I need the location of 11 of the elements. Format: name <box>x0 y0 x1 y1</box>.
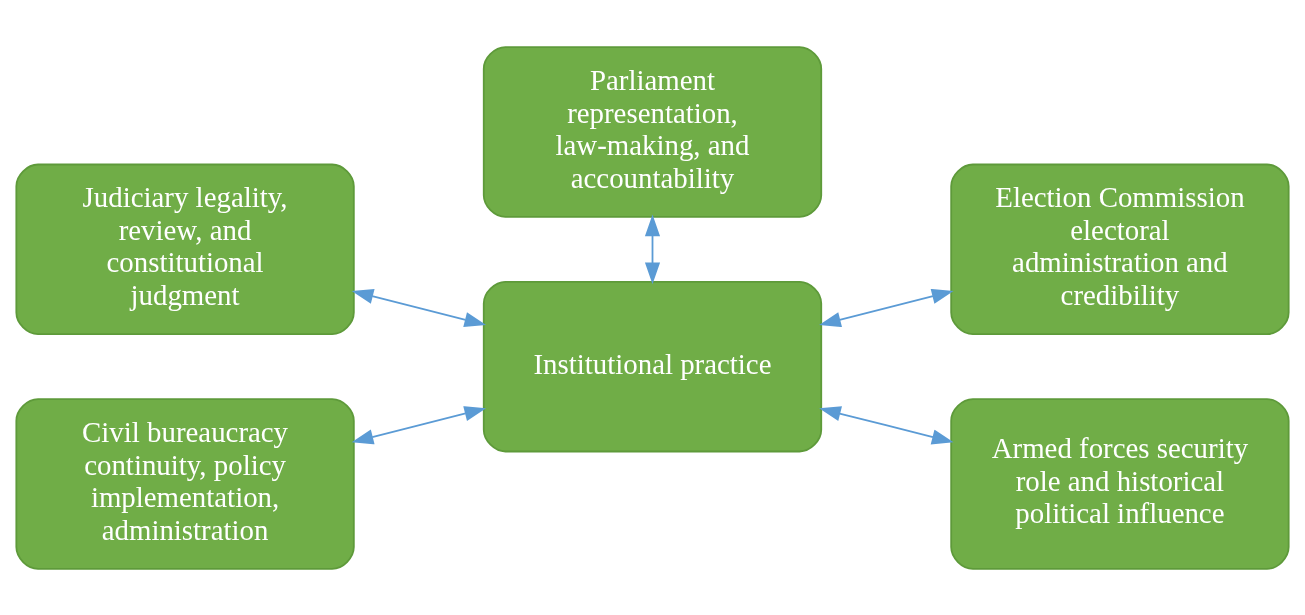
node-box: Armed forces security role and historical political influence <box>950 397 1290 570</box>
arrow <box>819 405 954 444</box>
arrow <box>351 288 487 327</box>
node-box: Judiciary legality, review, and constitutional judgment <box>15 163 355 335</box>
arrow <box>819 288 954 327</box>
arrow <box>644 214 661 284</box>
node-box: Parliament representation, law-making, and accountability <box>482 45 823 218</box>
node-box: Institutional practice <box>482 280 823 452</box>
node-box: Election Commission electoral administration and credibility <box>950 163 1290 335</box>
node-box: Civil bureaucracy continuity, policy implementation, administration <box>15 397 355 570</box>
arrow <box>351 405 487 444</box>
